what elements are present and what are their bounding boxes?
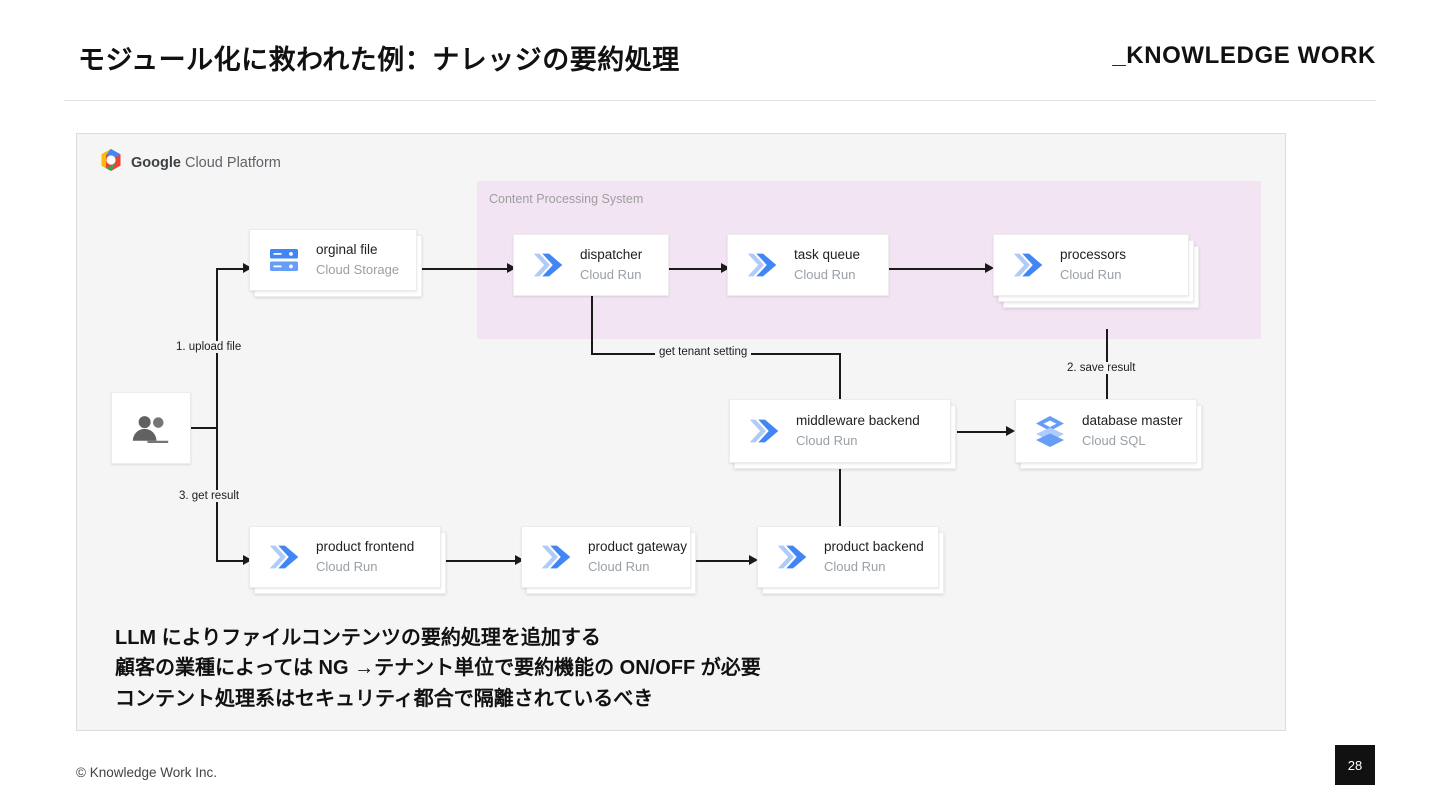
node-middleware-backend-title: middleware backend	[796, 413, 920, 428]
cloud-run-icon	[1008, 248, 1048, 282]
google-cloud-platform-brand: Google Cloud Platform	[100, 148, 281, 177]
node-database-master-subtitle: Cloud SQL	[1082, 433, 1146, 448]
edge-trunk-to-product-frontend	[216, 560, 244, 562]
node-middleware-backend-subtitle: Cloud Run	[796, 433, 858, 448]
cloud-storage-icon	[264, 243, 304, 277]
cloud-sql-icon	[1030, 414, 1070, 448]
node-task-queue[interactable]: task queue Cloud Run	[727, 234, 889, 296]
note-line-3: コンテント処理系はセキュリティ都合で隔離されているべき	[115, 687, 654, 710]
edge-product-backend-to-middleware	[839, 464, 841, 536]
edge-dispatcher-to-task-queue	[669, 268, 723, 270]
arrowhead-to-orginal-file	[243, 263, 252, 273]
users-icon	[131, 411, 171, 445]
cloud-run-icon	[536, 540, 576, 574]
cloud-run-icon	[744, 414, 784, 448]
node-product-backend-labels: product backend Cloud Run	[824, 537, 924, 577]
node-product-backend-title: product backend	[824, 539, 924, 554]
arrowhead-to-processors	[985, 263, 994, 273]
arrowhead-to-dispatcher	[507, 263, 516, 273]
node-middleware-backend-labels: middleware backend Cloud Run	[796, 411, 920, 451]
node-product-backend-subtitle: Cloud Run	[824, 559, 886, 574]
node-users[interactable]	[111, 392, 191, 464]
node-processors-title: processors	[1060, 247, 1127, 262]
gcp-brand-rest: Cloud Platform	[180, 154, 281, 171]
edge-orginal-file-to-dispatcher	[417, 268, 509, 270]
node-product-gateway-title: product gateway	[588, 539, 688, 554]
node-task-queue-subtitle: Cloud Run	[794, 267, 856, 282]
node-dispatcher-title: dispatcher	[580, 247, 643, 262]
node-database-master-labels: database master Cloud SQL	[1082, 411, 1183, 451]
node-orginal-file-title: orginal file	[316, 242, 378, 257]
cloud-run-icon	[772, 540, 812, 574]
node-product-frontend-subtitle: Cloud Run	[316, 559, 378, 574]
gcp-brand-label: Google Cloud Platform	[131, 155, 281, 171]
node-product-gateway-subtitle: Cloud Run	[588, 559, 650, 574]
node-dispatcher-subtitle: Cloud Run	[580, 267, 642, 282]
node-dispatcher-labels: dispatcher Cloud Run	[580, 245, 642, 285]
node-processors-subtitle: Cloud Run	[1060, 267, 1122, 282]
arrowhead-to-task-queue	[721, 263, 730, 273]
zone-label: Content Processing System	[489, 192, 644, 206]
cloud-run-icon	[264, 540, 304, 574]
arrowhead-to-product-frontend	[243, 555, 252, 565]
edge-label-upload-file: 1. upload file	[172, 341, 246, 353]
edge-users-to-trunk	[191, 427, 217, 429]
node-middleware-backend-card[interactable]: middleware backend Cloud Run	[729, 399, 951, 463]
cloud-run-icon	[742, 248, 782, 282]
node-orginal-file-subtitle: Cloud Storage	[316, 262, 400, 277]
edge-product-gateway-to-backend	[691, 560, 751, 562]
google-cloud-hexagon-icon	[100, 148, 122, 177]
arrowhead-middleware-to-database	[1006, 426, 1015, 436]
header-divider	[64, 100, 1376, 101]
node-dispatcher-card[interactable]: dispatcher Cloud Run	[513, 234, 669, 296]
node-orginal-file-labels: orginal file Cloud Storage	[316, 240, 399, 280]
node-product-frontend-title: product frontend	[316, 539, 415, 554]
note-line-2: 顧客の業種によっては NG →テナント単位で要約機能の ON/OFF が必要	[115, 657, 761, 680]
note-line-1: LLM によりファイルコンテンツの要約処理を追加する	[115, 626, 601, 649]
node-product-gateway-labels: product gateway Cloud Run	[588, 537, 687, 577]
node-task-queue-labels: task queue Cloud Run	[794, 245, 860, 285]
node-database-master-card[interactable]: database master Cloud SQL	[1015, 399, 1197, 463]
edge-product-frontend-to-gateway	[441, 560, 517, 562]
node-product-frontend[interactable]: product frontend Cloud Run	[249, 526, 446, 594]
node-database-master[interactable]: database master Cloud SQL	[1015, 399, 1202, 469]
cloud-run-icon	[528, 248, 568, 282]
node-product-backend-card[interactable]: product backend Cloud Run	[757, 526, 939, 588]
brand-logo: _KNOWLEDGE WORK	[1112, 42, 1376, 69]
node-orginal-file[interactable]: orginal file Cloud Storage	[249, 229, 422, 297]
edge-label-get-result: 3. get result	[175, 490, 244, 502]
slide-header: モジュール化に救われた例：ナレッジの要約処理 _KNOWLEDGE WORK	[0, 0, 1440, 102]
node-middleware-backend[interactable]: middleware backend Cloud Run	[729, 399, 956, 469]
edge-into-middleware-backend	[839, 353, 841, 406]
node-dispatcher[interactable]: dispatcher Cloud Run	[513, 234, 669, 296]
edge-trunk-to-orginal-file	[216, 268, 244, 270]
edge-middleware-to-database-master	[957, 431, 1009, 433]
architecture-diagram: Google Cloud Platform Content Processing…	[76, 133, 1286, 731]
edge-task-queue-to-processors	[889, 268, 987, 270]
gcp-brand-google: Google	[131, 154, 181, 171]
page-title: モジュール化に救われた例：ナレッジの要約処理	[78, 45, 680, 75]
diagram-notes: LLM によりファイルコンテンツの要約処理を追加する 顧客の業種によっては NG…	[115, 623, 761, 714]
node-product-backend[interactable]: product backend Cloud Run	[757, 526, 944, 594]
edge-dispatcher-down	[591, 296, 593, 354]
node-processors-labels: processors Cloud Run	[1060, 245, 1126, 285]
node-users-card[interactable]	[111, 392, 191, 464]
node-database-master-title: database master	[1082, 413, 1183, 428]
node-task-queue-card[interactable]: task queue Cloud Run	[727, 234, 889, 296]
copyright-text: © Knowledge Work Inc.	[76, 765, 218, 780]
node-orginal-file-card[interactable]: orginal file Cloud Storage	[249, 229, 417, 291]
node-processors[interactable]: processors Cloud Run	[993, 234, 1199, 308]
edge-label-save-result: 2. save result	[1063, 362, 1140, 374]
edge-trunk-vertical	[216, 268, 218, 562]
page-number-badge: 28	[1335, 745, 1375, 785]
arrowhead-to-product-backend	[749, 555, 758, 565]
edge-label-get-tenant-setting: get tenant setting	[655, 346, 752, 358]
node-product-frontend-labels: product frontend Cloud Run	[316, 537, 414, 577]
node-product-gateway[interactable]: product gateway Cloud Run	[521, 526, 696, 594]
node-product-frontend-card[interactable]: product frontend Cloud Run	[249, 526, 441, 588]
arrowhead-to-product-gateway	[515, 555, 524, 565]
node-processors-card[interactable]: processors Cloud Run	[993, 234, 1189, 296]
node-product-gateway-card[interactable]: product gateway Cloud Run	[521, 526, 691, 588]
node-task-queue-title: task queue	[794, 247, 861, 262]
